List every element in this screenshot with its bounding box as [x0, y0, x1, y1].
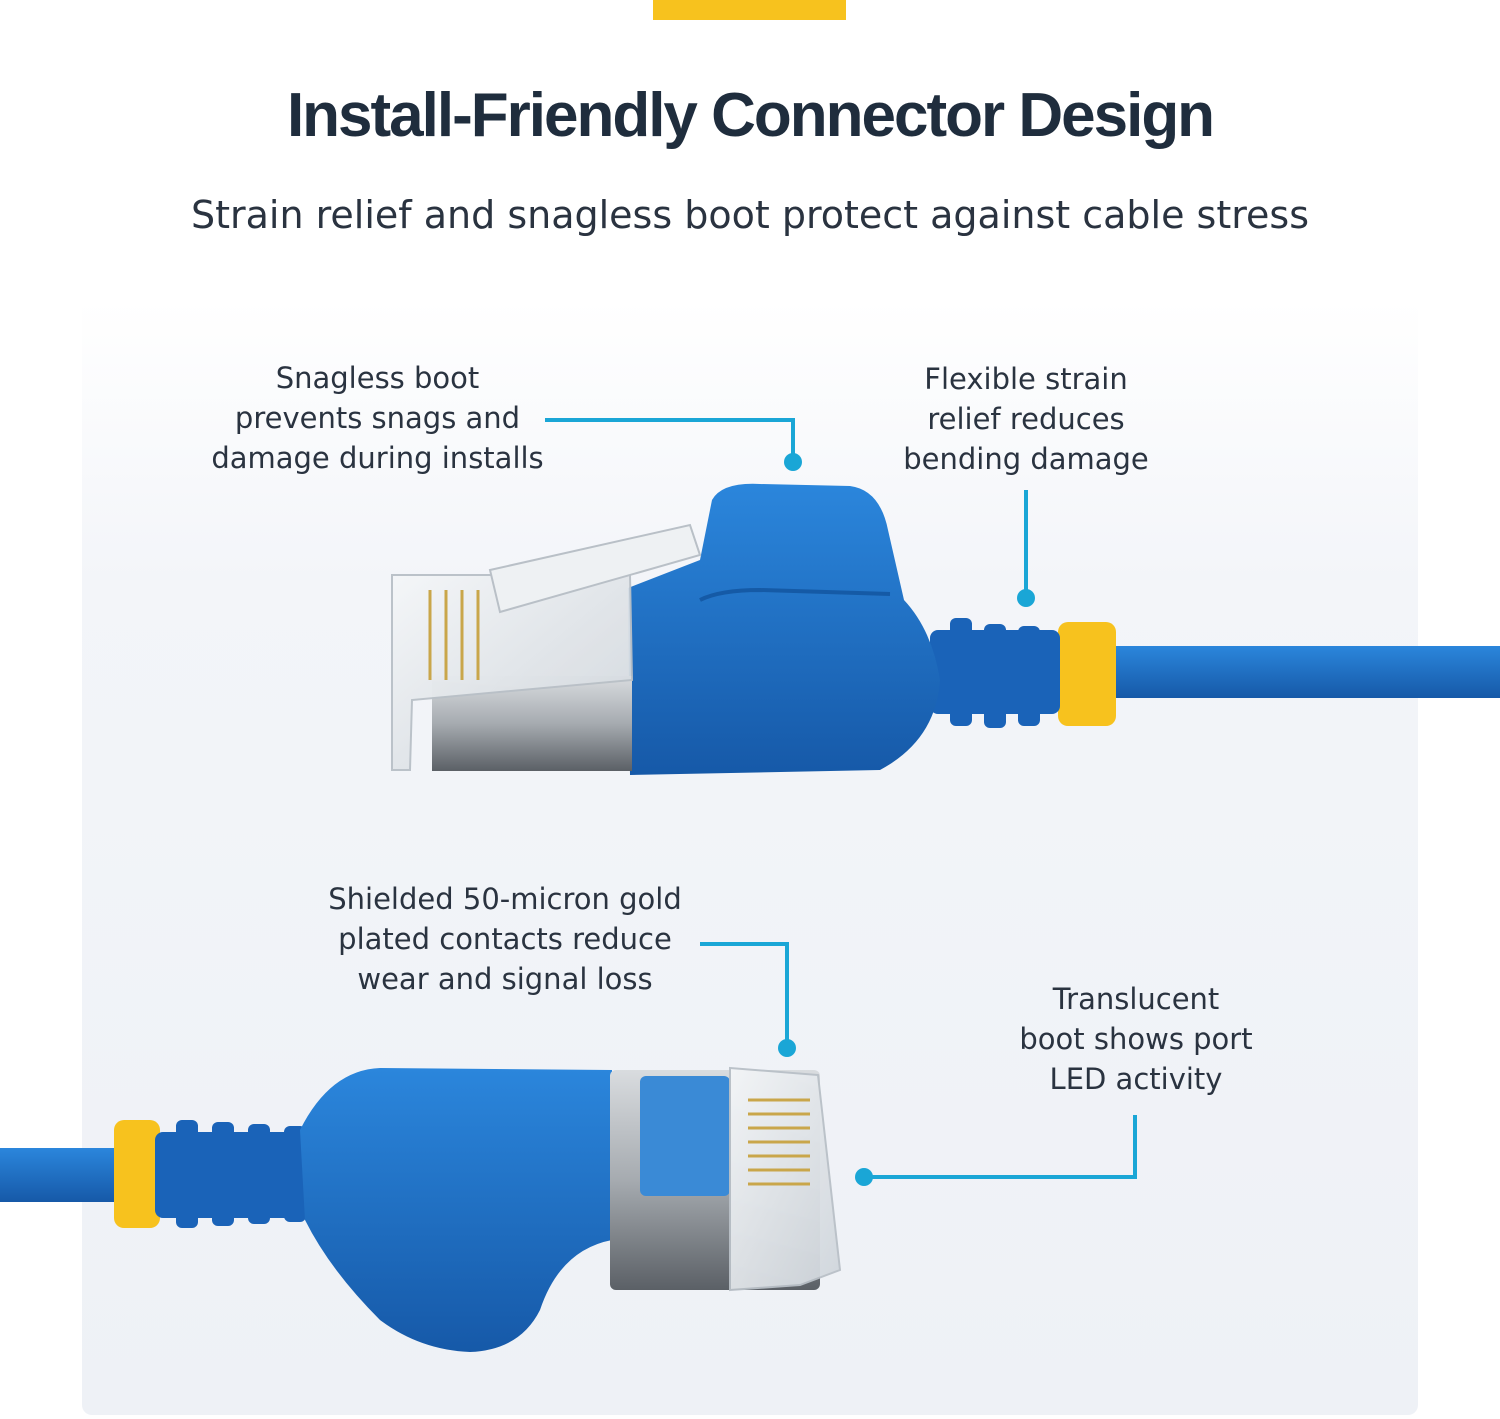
- page-title: Install-Friendly Connector Design: [286, 81, 1215, 150]
- upper-contacts: [428, 590, 480, 680]
- lower-contacts: [748, 1098, 810, 1186]
- leader-lines: [545, 418, 1137, 1179]
- upper-connector: [391, 483, 1500, 775]
- leader-translucent-boot: [866, 1115, 1137, 1179]
- upper-cable-collar: [1058, 622, 1116, 726]
- leader-snagless-boot: [545, 418, 795, 460]
- callout-snagless-boot: Snagless boot prevents snags and damage …: [211, 361, 544, 475]
- upper-cable: [1110, 646, 1500, 698]
- leader-dot-gold-contacts: [778, 1039, 796, 1057]
- upper-boot: [628, 483, 940, 775]
- lower-clear-plug: [729, 1066, 842, 1292]
- lower-connector: [0, 1066, 842, 1352]
- upper-latch-tab: [488, 523, 702, 614]
- lower-cable: [0, 1148, 120, 1202]
- leader-dot-snagless-boot: [784, 453, 802, 471]
- callout-gold-contacts: Shielded 50-micron gold plated contacts …: [328, 882, 682, 996]
- leader-dot-strain-relief: [1017, 589, 1035, 607]
- lower-strain-relief: [155, 1120, 325, 1228]
- callout-strain-relief: Flexible strain relief reduces bending d…: [903, 362, 1149, 476]
- top-accent-bar: [653, 0, 846, 20]
- leader-gold-contacts: [700, 942, 789, 1046]
- lower-cable-collar: [114, 1120, 160, 1228]
- leader-dot-translucent-boot: [855, 1168, 873, 1186]
- callout-translucent-boot: Translucent boot shows port LED activity: [1019, 982, 1253, 1096]
- upper-strain-relief: [930, 618, 1060, 728]
- lower-boot: [300, 1068, 612, 1352]
- page-subtitle: Strain relief and snagless boot protect …: [190, 193, 1310, 237]
